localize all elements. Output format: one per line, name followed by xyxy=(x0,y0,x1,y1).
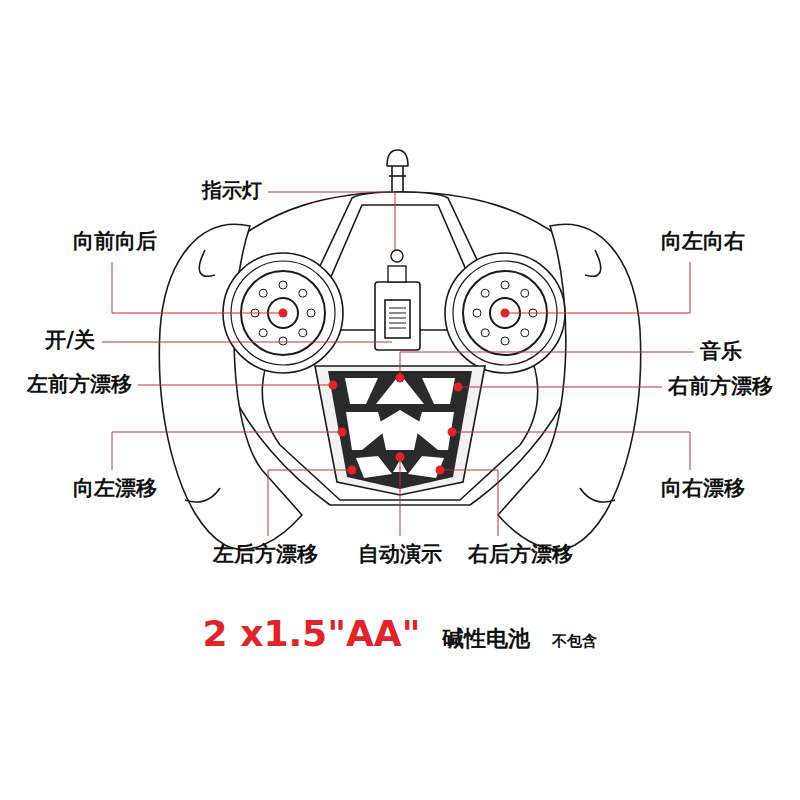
callout-label: 右后方漂移 xyxy=(468,542,573,567)
leader-lines-part xyxy=(112,262,283,313)
callout-label: 左后方漂移 xyxy=(213,542,318,567)
callout-label: 右前方漂移 xyxy=(668,374,773,399)
power-switch xyxy=(375,282,420,350)
controller-body-part xyxy=(209,192,592,505)
leader-lines-part xyxy=(102,342,392,343)
joystick-left-part xyxy=(259,289,267,297)
callout-dots-part xyxy=(448,428,457,437)
callout-dots-part xyxy=(396,453,405,462)
controller-body-part-part xyxy=(585,250,601,276)
button-pad-part-part xyxy=(376,374,424,404)
battery-note: 碱性电池 xyxy=(442,626,530,652)
joystick-left-part xyxy=(259,329,267,337)
callout-label: 向前向后 xyxy=(73,229,157,254)
callout-label: 左前方漂移 xyxy=(27,372,132,397)
power-switch-part xyxy=(389,318,406,319)
leader-lines-part xyxy=(452,432,690,470)
button-pad-part-part xyxy=(346,412,384,450)
callout-label: 自动演示 xyxy=(358,542,442,567)
battery-note: 不包含 xyxy=(552,632,597,650)
callout-dots-part xyxy=(436,466,445,475)
callout-dots-part xyxy=(329,381,338,390)
button-pad-part-part xyxy=(356,456,392,478)
controller-body-part xyxy=(185,488,220,502)
power-switch-part xyxy=(385,300,410,338)
joystick-right-part xyxy=(481,329,489,337)
callout-label: 向左向右 xyxy=(661,229,745,254)
leader-lines xyxy=(102,192,694,536)
callout-label: 向左漂移 xyxy=(73,476,157,501)
battery-note: 2 x1.5"AA" xyxy=(203,612,421,655)
controller-body-part xyxy=(392,163,403,195)
joystick-right-part xyxy=(473,309,481,317)
callout-label: 开/关 xyxy=(45,328,95,353)
joystick-right-part xyxy=(481,289,489,297)
callout-dots-part xyxy=(338,428,347,437)
power-switch-part xyxy=(389,308,406,309)
joystick-left-part xyxy=(279,281,287,289)
leader-lines-part xyxy=(400,457,401,536)
joystick-right-part xyxy=(521,329,529,337)
leader-lines-part xyxy=(268,470,352,536)
leader-lines-part xyxy=(138,385,333,386)
joystick-left-part xyxy=(299,289,307,297)
callout-dots-part xyxy=(348,466,357,475)
joystick-left-part xyxy=(307,309,315,317)
controller-body-part xyxy=(199,250,215,276)
power-switch-part xyxy=(389,328,406,329)
button-pad-part-part xyxy=(408,456,444,478)
indicator-light xyxy=(388,250,406,282)
callout-dots-part xyxy=(279,309,288,318)
joystick-right-part xyxy=(521,289,529,297)
callout-label: 指示灯 xyxy=(202,178,262,202)
leader-lines-part xyxy=(268,192,395,250)
controller-body-part-part xyxy=(580,488,615,502)
leader-lines-part xyxy=(112,432,342,470)
button-pad-part-part xyxy=(422,378,455,404)
callout-dots xyxy=(279,309,510,475)
button-pad-part-part xyxy=(345,378,378,404)
joystick-right-part xyxy=(501,281,509,289)
callout-dots-part xyxy=(501,309,510,318)
power-switch-part xyxy=(389,323,406,324)
joystick-right-part xyxy=(501,337,509,345)
callout-label: 向右漂移 xyxy=(661,476,745,501)
indicator-light-part xyxy=(391,250,403,262)
controller-body xyxy=(159,150,640,549)
leader-lines-part xyxy=(400,352,694,378)
indicator-light-part xyxy=(388,266,406,282)
joystick-left-part xyxy=(299,329,307,337)
leader-lines-part xyxy=(458,387,662,388)
battery-note-row: 2 x1.5"AA" 碱性电池 不包含 xyxy=(0,612,800,655)
callout-label: 音乐 xyxy=(700,339,742,364)
controller-body-part xyxy=(389,175,406,177)
button-pad-part-part xyxy=(380,410,420,450)
leader-lines-part xyxy=(440,470,498,536)
leader-lines-part xyxy=(505,262,690,313)
power-switch-part xyxy=(375,282,420,350)
callout-dots-part xyxy=(454,383,463,392)
joystick-left-part xyxy=(279,337,287,345)
power-switch-part xyxy=(389,313,406,314)
callout-dots-part xyxy=(396,374,405,383)
controller-body-part xyxy=(387,150,408,166)
